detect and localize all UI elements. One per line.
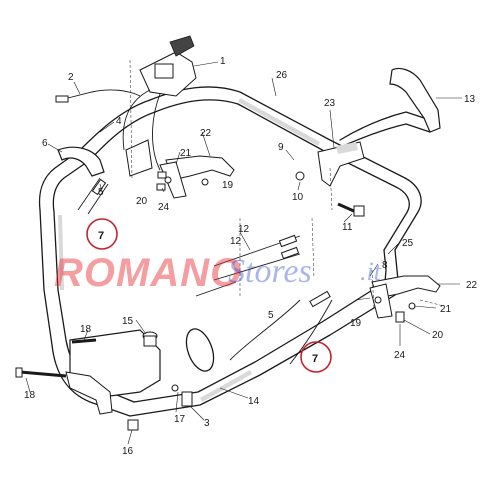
throttle-control-unit	[122, 35, 197, 171]
callout-12-lower: 12	[230, 236, 242, 247]
upper-bracket	[295, 141, 365, 217]
highlight-7-left: 7	[98, 230, 104, 242]
watermark-tld: .it	[360, 257, 382, 286]
watermark-brand: ROMANO	[54, 251, 242, 295]
callout-13: 13	[464, 94, 476, 105]
lower-fittings	[127, 328, 215, 431]
callout-25: 25	[402, 238, 414, 249]
callout-14: 14	[248, 396, 260, 407]
assembly-lines	[129, 59, 445, 311]
callout-4: 4	[116, 116, 122, 127]
callout-22-left: 22	[200, 128, 212, 139]
callout-19-left: 19	[222, 180, 234, 191]
callout-8: 8	[382, 260, 388, 271]
callout-1: 1	[220, 56, 226, 67]
callout-20-left: 20	[136, 196, 148, 207]
callout-19-right: 19	[350, 318, 362, 329]
callout-24-left: 24	[158, 202, 170, 213]
callout-5-left: 5	[98, 187, 104, 198]
callout-15: 15	[122, 316, 134, 327]
leader-lines	[25, 61, 462, 445]
callout-2: 2	[68, 72, 74, 83]
center-cables	[77, 177, 333, 365]
cable-2	[55, 89, 141, 103]
support-bracket	[15, 329, 161, 415]
highlighted-part-7: 7 7	[86, 218, 332, 373]
callout-10: 10	[292, 192, 304, 203]
callout-18-left: 18	[24, 390, 36, 401]
callout-5-center: 5	[268, 310, 274, 321]
callout-21-left: 21	[180, 148, 192, 159]
highlight-7-right: 7	[312, 353, 318, 365]
callout-3: 3	[204, 418, 210, 429]
callout-9: 9	[278, 142, 284, 153]
callout-12-upper: 12	[238, 224, 250, 235]
callout-22-right: 22	[466, 280, 478, 291]
callout-21-right: 21	[440, 304, 452, 315]
watermark: ROMANO Stores .it	[54, 251, 382, 295]
callout-20-right: 20	[432, 330, 444, 341]
callout-11: 11	[342, 222, 353, 233]
highlight-circle-left	[86, 218, 118, 250]
callout-18-upper: 18	[80, 324, 92, 335]
callout-26: 26	[276, 70, 288, 81]
left-lever-assembly	[125, 139, 235, 199]
callout-6: 6	[42, 138, 48, 149]
callout-24-right: 24	[394, 350, 406, 361]
highlight-circle-right	[300, 341, 332, 373]
callout-17: 17	[174, 414, 186, 425]
callout-23: 23	[324, 98, 336, 109]
callout-numbers: 1 2 4 6 5 26 23 13 22 21 9 19 10 20 24 1…	[24, 56, 478, 457]
callout-16: 16	[122, 446, 134, 457]
watermark-stores: Stores	[228, 253, 312, 290]
right-lever-assembly	[369, 275, 441, 323]
